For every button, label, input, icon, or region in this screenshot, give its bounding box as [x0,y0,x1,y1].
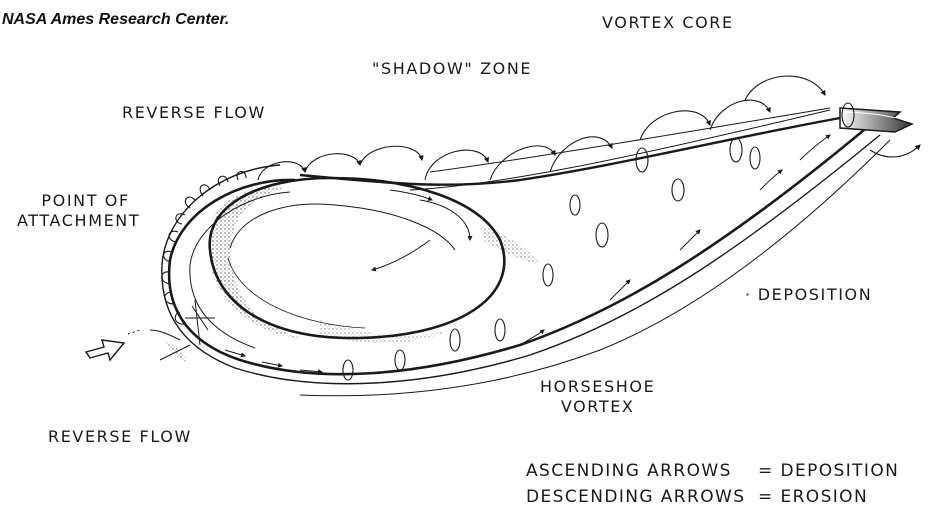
label-horseshoe-vortex: HORSESHOE VORTEX [540,377,655,417]
legend-descending-value: = EROSION [758,485,868,510]
label-horseshoe-line2: VORTEX [540,397,655,417]
label-vortex-core: VORTEX CORE [602,13,734,33]
label-horseshoe-line1: HORSESHOE [540,377,655,397]
label-shadow-zone: "SHADOW" ZONE [372,59,532,79]
deposition-dot: · [745,285,752,304]
legend-descending-key: DESCENDING ARROWS [526,485,758,510]
flow-direction-arrow-icon [86,330,140,360]
label-deposition-text: DEPOSITION [758,285,873,304]
label-reverse-flow-bottom: REVERSE FLOW [48,427,192,447]
legend-ascending-value: = DEPOSITION [758,459,899,485]
legend-row-descending: DESCENDING ARROWS= EROSION [526,485,899,510]
label-point-of-attachment: POINT OF ATTACHMENT [31,191,140,231]
reverse-flow-lines [150,300,215,360]
legend-ascending-key: ASCENDING ARROWS [526,459,758,485]
image-credit: NASA Ames Research Center. [2,10,229,30]
arrow-legend: ASCENDING ARROWS= DEPOSITION DESCENDING … [526,459,899,510]
label-deposition: · DEPOSITION [745,285,872,305]
vortex-core-arrow-icon [840,108,912,132]
legend-row-ascending: ASCENDING ARROWS= DEPOSITION [526,459,899,485]
label-point-of-attachment-line1: POINT OF [31,191,140,211]
label-reverse-flow-top: REVERSE FLOW [122,103,266,123]
label-point-of-attachment-line2: ATTACHMENT [17,211,140,231]
